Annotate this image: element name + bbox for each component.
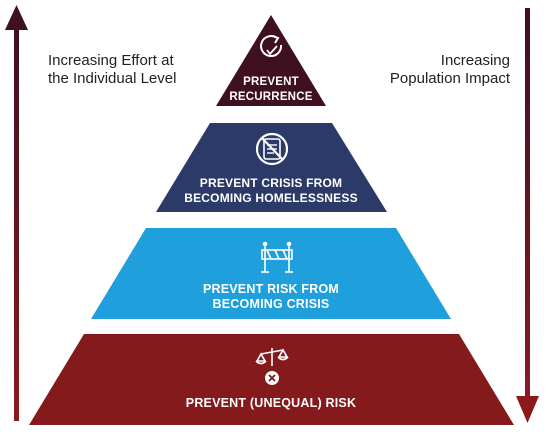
right-label-line1: Increasing <box>440 52 510 69</box>
right-down-arrow <box>516 8 539 423</box>
tier-4-line1: PREVENT (UNEQUAL) RISK <box>186 396 356 410</box>
tier-2-line2: BECOMING HOMELESSNESS <box>184 191 358 205</box>
no-eviction-icon <box>255 132 289 166</box>
tier-3-line1: PREVENT RISK FROM <box>203 282 339 296</box>
right-label-line2: Population Impact <box>389 70 510 87</box>
right-arrow-head <box>516 396 539 423</box>
left-label-line2: the Individual Level <box>48 70 177 87</box>
tier-1-line2: RECURRENCE <box>229 91 312 103</box>
tier-2-line1: PREVENT CRISIS FROM <box>200 176 342 190</box>
recurrence-cycle-icon <box>260 35 283 57</box>
unequal-scales-icon <box>255 348 289 385</box>
population-impact-label: Increasing Population Impact <box>330 52 510 88</box>
tier-prevent-crisis: PREVENT CRISIS FROM BECOMING HOMELESSNES… <box>156 123 387 212</box>
individual-effort-label: Increasing Effort at the Individual Leve… <box>48 52 228 88</box>
right-arrow-shaft <box>525 8 530 398</box>
tier-1-line1: PREVENT <box>243 76 299 88</box>
tier-prevent-recurrence: PREVENT RECURRENCE <box>216 15 326 106</box>
tier-prevent-risk: PREVENT RISK FROM BECOMING CRISIS <box>91 228 451 319</box>
tier-3-shape <box>91 228 451 319</box>
left-arrow-shaft <box>14 28 19 421</box>
left-label-line1: Increasing Effort at <box>48 52 174 69</box>
tier-1-shape <box>216 15 326 106</box>
left-up-arrow <box>5 5 28 421</box>
tier-3-line2: BECOMING CRISIS <box>213 297 330 311</box>
barrier-icon <box>261 241 293 273</box>
tier-2-shape <box>156 123 387 212</box>
tier-prevent-unequal-risk: PREVENT (UNEQUAL) RISK <box>29 334 514 425</box>
left-arrow-head <box>5 5 28 30</box>
